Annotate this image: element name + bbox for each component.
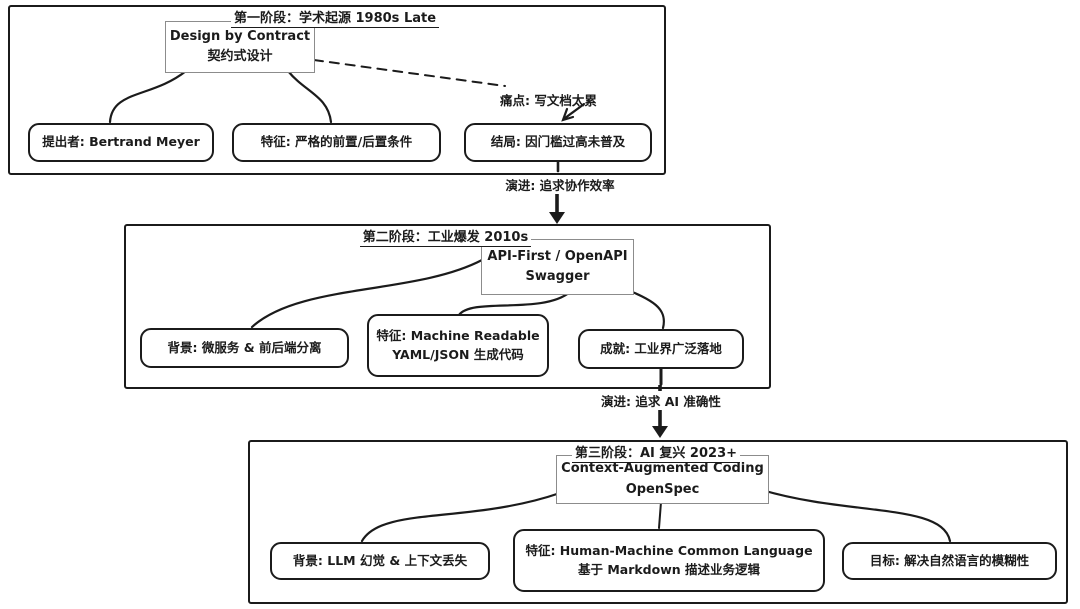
stage-3-connectors <box>360 488 952 543</box>
child-label: 成就: 工业界广泛落地 <box>600 340 722 356</box>
stage-3-child-feature: 特征: Human-Machine Common Language 基于 Mar… <box>513 529 825 592</box>
stage-1-title: 第一阶段：学术起源 1980s Late <box>230 7 440 28</box>
child-label: 结局: 因门槛过高未普及 <box>490 134 626 150</box>
child-label: 特征: 严格的前置/后置条件 <box>260 134 413 150</box>
stage-1-container <box>8 5 666 175</box>
stage-2-container <box>124 224 771 389</box>
stage-2-child-achievement: 成就: 工业界广泛落地 <box>578 329 744 369</box>
child-label: 特征: Machine Readable <box>376 327 540 343</box>
transition-arrow-1-icon <box>549 193 565 224</box>
concept-line-2: 契约式设计 <box>207 49 273 64</box>
child-label: 背景: LLM 幻觉 & 上下文丢失 <box>292 552 468 568</box>
arrowhead <box>652 426 668 438</box>
stage-3-container <box>248 440 1068 604</box>
stage-1-concept-box: Design by Contract 契约式设计 <box>165 21 315 73</box>
dashed-annotation-line <box>313 59 506 87</box>
stage-3-title-wrap: 第三阶段：AI 复兴 2023+ <box>248 442 1064 463</box>
concept-line-2: Swagger <box>525 269 590 284</box>
pain-arrowhead-icon <box>561 107 575 122</box>
connector-line <box>658 501 662 529</box>
stage-3-child-goal: 目标: 解决自然语言的模糊性 <box>842 542 1057 580</box>
stage-1-child-feature: 特征: 严格的前置/后置条件 <box>232 123 441 162</box>
stage-2-child-background: 背景: 微服务 & 前后端分离 <box>140 328 349 368</box>
connector-curve <box>108 69 188 124</box>
connector-curve <box>286 69 333 124</box>
stage-1-child-outcome: 结局: 因门槛过高未普及 <box>464 123 652 162</box>
stage-3-child-background: 背景: LLM 幻觉 & 上下文丢失 <box>270 542 490 580</box>
stage-3-title: 第三阶段：AI 复兴 2023+ <box>571 442 741 463</box>
connector-curve <box>250 258 484 329</box>
connector-curve <box>457 290 572 317</box>
stage-2-concept-box: API-First / OpenAPI Swagger <box>481 239 634 295</box>
concept-line-1: Context-Augmented Coding <box>561 461 764 477</box>
stage-2-title-wrap: 第二阶段：工业爆发 2010s <box>124 226 767 247</box>
stage-2-child-feature: 特征: Machine Readable YAML/JSON 生成代码 <box>367 314 549 377</box>
child-label: 特征: Human-Machine Common Language <box>525 542 813 558</box>
child-label-line-2: YAML/JSON 生成代码 <box>392 346 524 362</box>
transition-2-label: 演进: 追求 AI 准确性 <box>585 391 737 410</box>
concept-line-1: Design by Contract <box>169 28 311 44</box>
child-label-line-2: 基于 Markdown 描述业务逻辑 <box>577 561 761 577</box>
child-label: 提出者: Bertrand Meyer <box>42 134 200 150</box>
concept-line-2: OpenSpec <box>625 481 700 497</box>
arrowhead <box>549 212 565 224</box>
stage-1-child-proposer: 提出者: Bertrand Meyer <box>28 123 214 162</box>
stage-3-concept-box: Context-Augmented Coding OpenSpec <box>556 455 769 504</box>
transition-1-label: 演进: 追求协作效率 <box>480 175 640 194</box>
pain-arrow-icon <box>562 102 586 121</box>
connector-curve <box>760 488 952 543</box>
child-label: 目标: 解决自然语言的模糊性 <box>869 552 1030 568</box>
stage-2-title: 第二阶段：工业爆发 2010s <box>359 226 532 247</box>
stage-1-title-wrap: 第一阶段：学术起源 1980s Late <box>8 7 662 28</box>
concept-line-1: API-First / OpenAPI <box>487 248 628 264</box>
connector-curve <box>360 491 562 543</box>
pain-point-annotation: 痛点: 写文档太累 <box>500 93 597 108</box>
child-label: 背景: 微服务 & 前后端分离 <box>167 339 322 355</box>
